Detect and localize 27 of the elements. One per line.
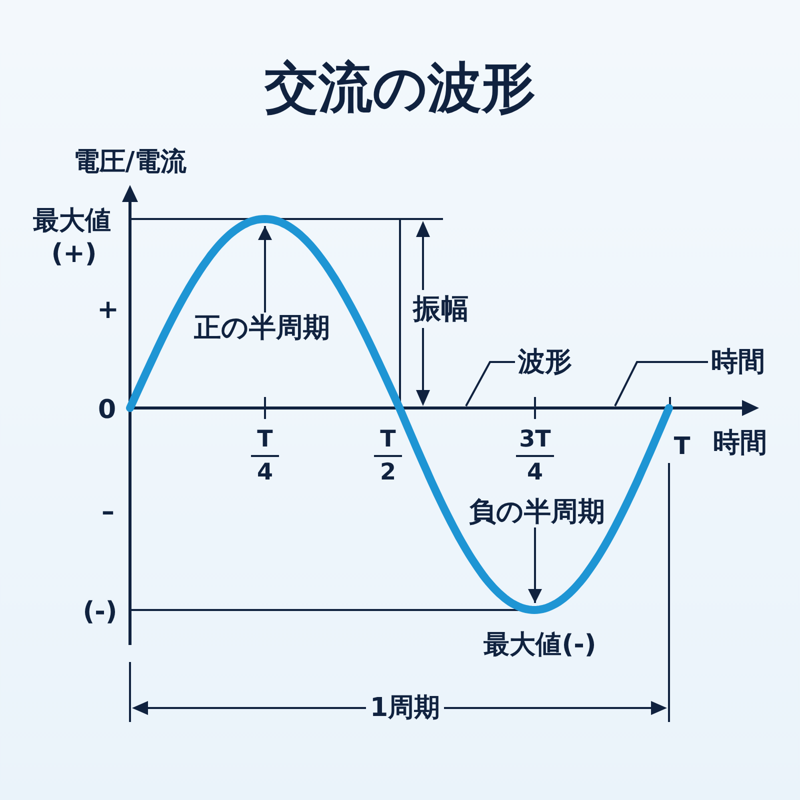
annotation-text: 時間	[711, 348, 765, 376]
pointer-arrow	[258, 226, 272, 312]
tick-label: 0	[98, 397, 116, 423]
fraction-denominator: 4	[527, 462, 543, 484]
axis-label: 時間	[713, 430, 767, 456]
pointer-arrow	[528, 528, 542, 603]
fraction-numerator: T	[257, 428, 273, 452]
fraction-denominator: 4	[257, 462, 273, 484]
value-label: (+)	[51, 241, 97, 267]
fraction-numerator: 3T	[519, 428, 551, 452]
fraction-denominator: 2	[380, 462, 396, 484]
dimension-label: 振幅	[413, 295, 469, 323]
value-label: 最大値	[33, 208, 111, 234]
leader-line	[614, 361, 708, 406]
annotation-text: 波形	[518, 348, 572, 376]
fraction-numerator: T	[380, 428, 396, 452]
tick-label: T	[674, 434, 690, 458]
axis-title: 電圧/電流	[73, 149, 187, 175]
value-label: 最大値(-)	[484, 632, 596, 658]
leader-line	[465, 361, 515, 406]
diagram-title: 交流の波形	[264, 61, 536, 115]
value-label: (-)	[82, 599, 118, 625]
tick-label: +	[97, 297, 119, 323]
annotation-text: 正の半周期	[194, 314, 330, 342]
tick-label: –	[102, 499, 114, 525]
annotation-text: 負の半周期	[469, 498, 605, 526]
dimension-label: 1周期	[370, 695, 440, 721]
